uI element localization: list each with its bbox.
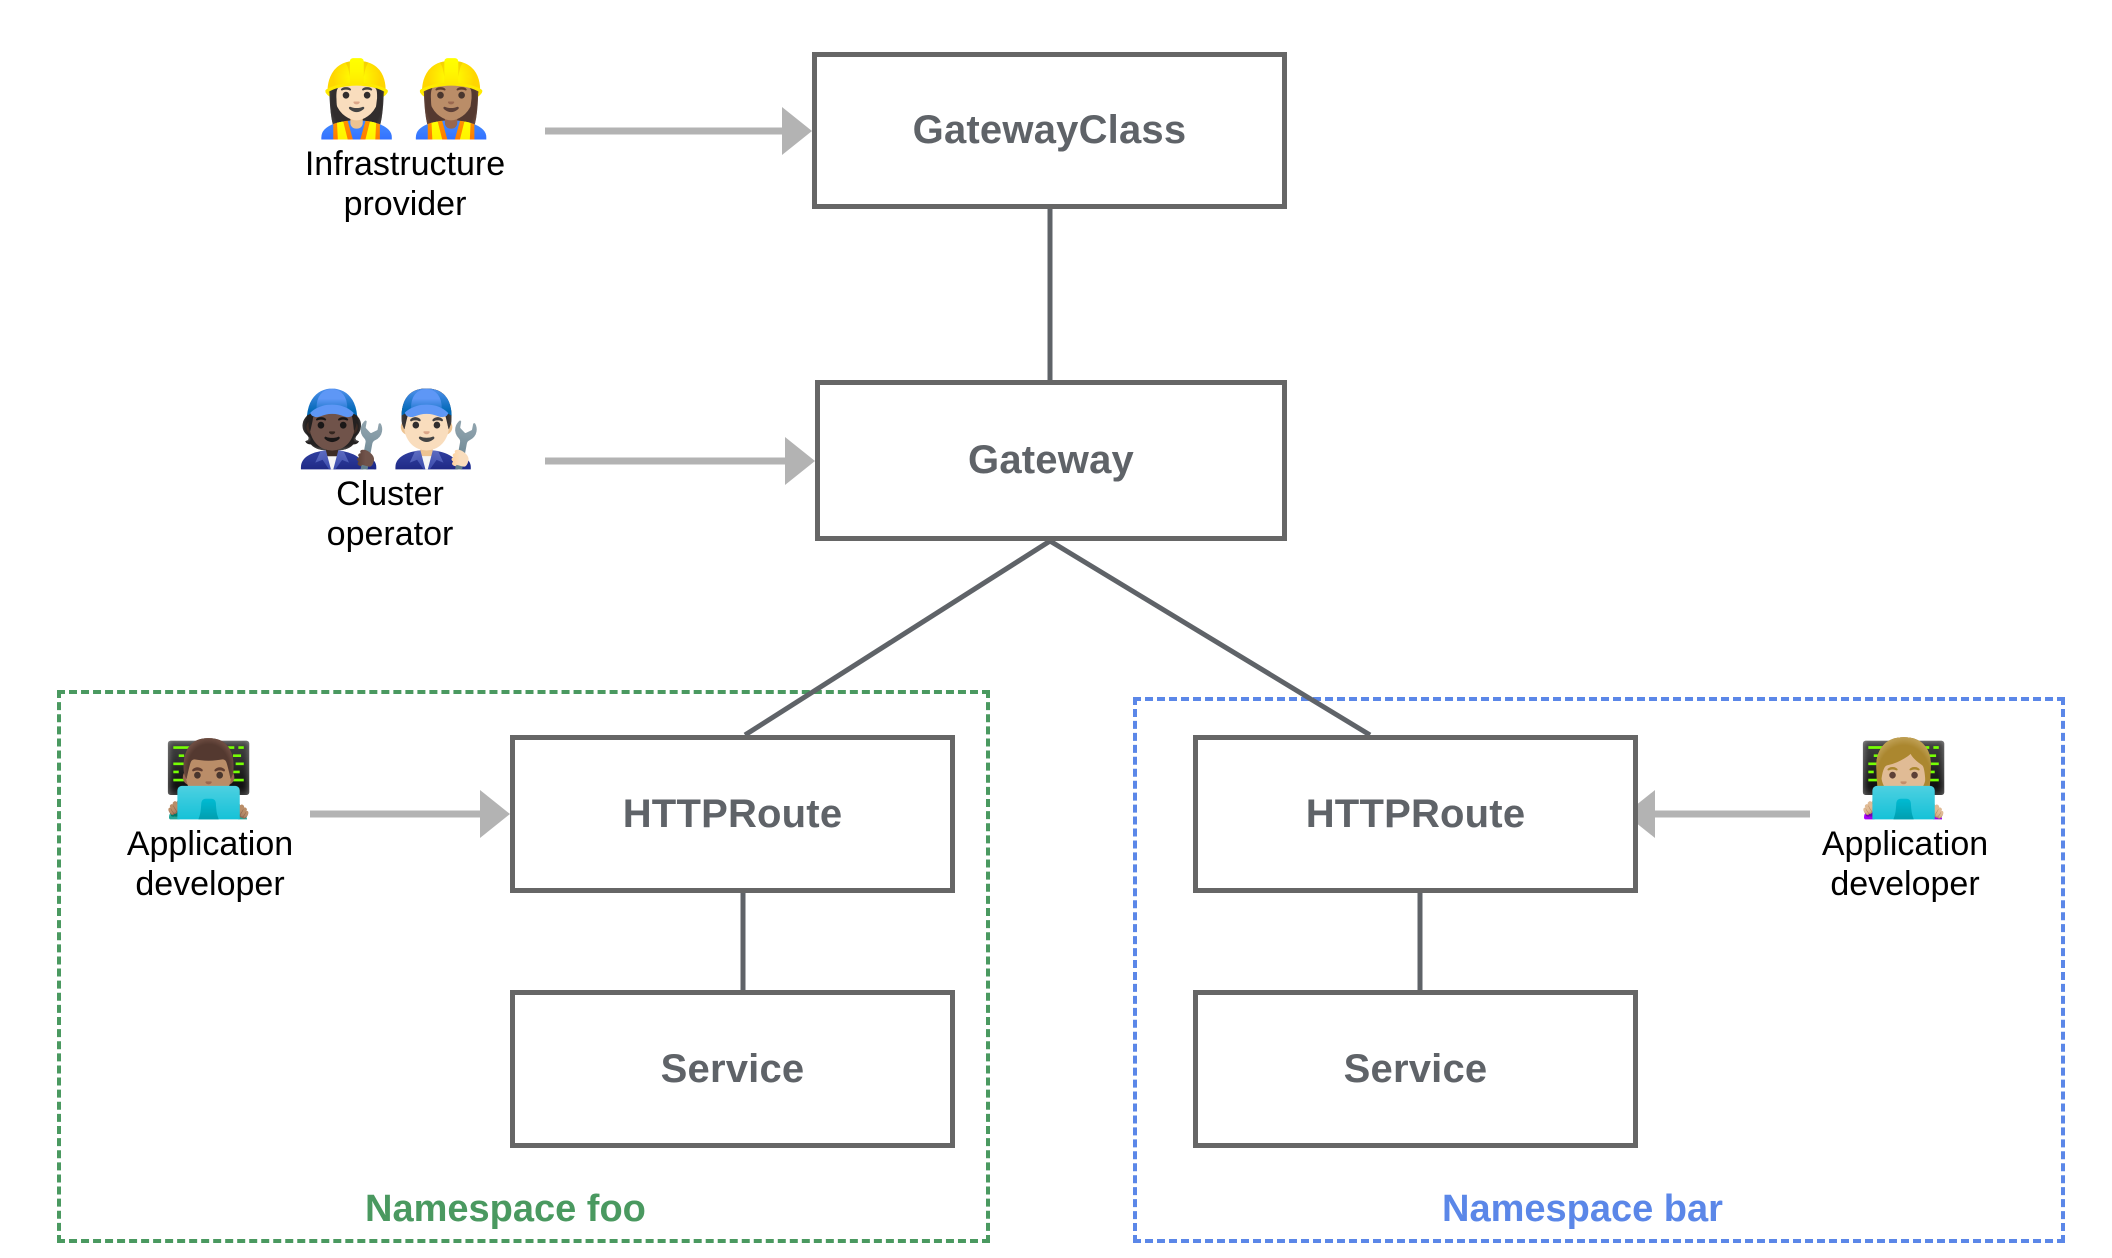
persona-app-developer-foo: 👨🏽‍💻 Application developer <box>95 740 325 904</box>
mechanic-pair-emoji: 🧑🏿‍🔧👨🏻‍🔧 <box>295 387 485 470</box>
woman-technologist-emoji: 👩🏼‍💻 <box>1857 737 1953 820</box>
node-service-bar[interactable]: Service <box>1193 990 1638 1148</box>
persona-app-developer-foo-label: Application developer <box>126 824 294 903</box>
arrow-head-infra-to-gatewayclass <box>782 107 812 155</box>
node-httproute-foo-label: HTTPRoute <box>622 791 843 836</box>
persona-cluster-operator-label: Cluster operator <box>326 474 454 553</box>
arrow-head-operator-to-gateway <box>785 437 815 485</box>
node-gateway-label: Gateway <box>968 438 1134 482</box>
node-gatewayclass[interactable]: GatewayClass <box>812 52 1287 209</box>
man-technologist-emoji: 👨🏽‍💻 <box>162 737 258 820</box>
woman-construction-worker-pair-emoji: 👷🏻‍♀️👷🏽‍♀️ <box>310 57 500 140</box>
node-service-bar-label: Service <box>1343 1046 1488 1091</box>
persona-app-developer-bar-label: Application developer <box>1821 824 1989 903</box>
node-httproute-foo[interactable]: HTTPRoute <box>510 735 955 893</box>
namespace-bar-group <box>1133 697 2065 1243</box>
namespace-bar-label: Namespace bar <box>1442 1188 1723 1230</box>
persona-cluster-operator: 🧑🏿‍🔧👨🏻‍🔧 Cluster operator <box>260 390 520 554</box>
node-gatewayclass-label: GatewayClass <box>912 108 1187 152</box>
persona-app-developer-bar: 👩🏼‍💻 Application developer <box>1790 740 2020 904</box>
node-service-foo-label: Service <box>660 1046 805 1091</box>
persona-infrastructure-provider: 👷🏻‍♀️👷🏽‍♀️ Infrastructure provider <box>275 60 535 224</box>
node-gateway[interactable]: Gateway <box>815 380 1287 541</box>
persona-infrastructure-provider-label: Infrastructure provider <box>304 144 506 223</box>
namespace-foo-group <box>57 690 990 1243</box>
node-httproute-bar-label: HTTPRoute <box>1305 791 1526 836</box>
node-service-foo[interactable]: Service <box>510 990 955 1148</box>
node-httproute-bar[interactable]: HTTPRoute <box>1193 735 1638 893</box>
namespace-foo-label: Namespace foo <box>365 1188 646 1230</box>
